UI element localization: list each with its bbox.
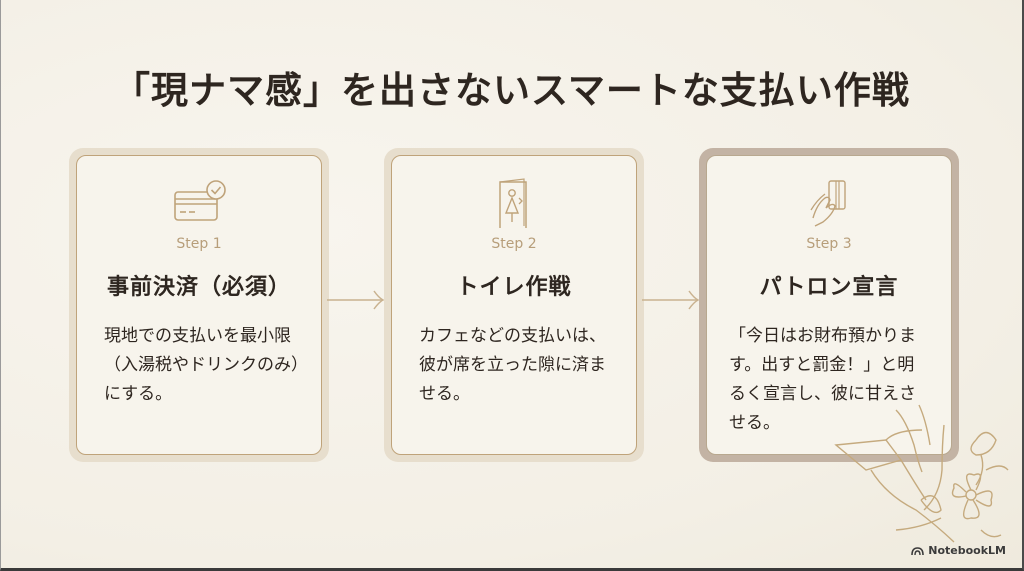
step-card-1: Step 1 事前決済（必須） 現地での支払いを最小限（入湯税やドリンクのみ）に…: [69, 148, 329, 462]
step-description: 「今日はお財布預かります。出すと罰金！」と明るく宣言し、彼に甘えさせる。: [729, 326, 916, 433]
step-heading: 事前決済（必須）: [106, 275, 291, 300]
slide-title: 「現ナマ感」を出さないスマートな支払い作戦: [113, 68, 910, 112]
step-label: Step 1: [176, 236, 222, 252]
step-label: Step 2: [491, 236, 537, 252]
step-label: Step 3: [806, 236, 852, 252]
brand-label: NotebookLM: [928, 544, 1006, 557]
notebooklm-brand: NotebookLM: [911, 544, 1006, 557]
arrow-right-icon: [642, 290, 700, 310]
credit-card-check-icon: [174, 180, 226, 221]
step-description: カフェなどの支払いは、彼が席を立った隙に済ませる。: [419, 326, 606, 404]
arrow-right-icon: [327, 290, 385, 310]
hand-flower-illustration-icon: [834, 404, 1009, 543]
restroom-door-icon: [499, 178, 527, 228]
step-card-3: Step 3 パトロン宣言 「今日はお財布預かります。出すと罰金！」と明るく宣言…: [699, 148, 959, 462]
hand-holding-card-icon: [810, 180, 846, 227]
step-card-2: Step 2 トイレ作戦 カフェなどの支払いは、彼が席を立った隙に済ませる。: [384, 148, 644, 462]
notebooklm-logo-icon: [911, 546, 925, 555]
step-heading: トイレ作戦: [456, 275, 572, 300]
step-description: 現地での支払いを最小限（入湯税やドリンクのみ）にする。: [104, 326, 300, 404]
step-heading: パトロン宣言: [759, 275, 899, 300]
